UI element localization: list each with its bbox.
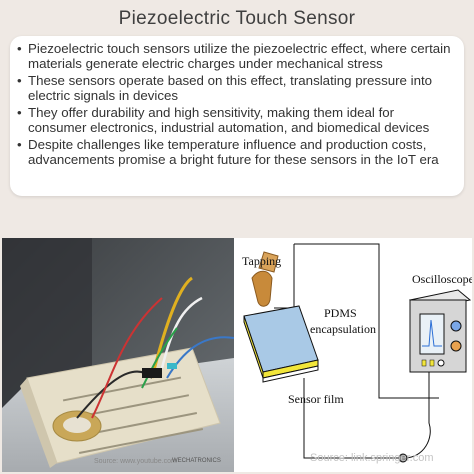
label-tapping: Tapping — [242, 254, 282, 268]
bullet-item: These sensors operate based on this effe… — [16, 73, 456, 103]
bullet-item: Piezoelectric touch sensors utilize the … — [16, 41, 456, 71]
label-encapsulation: encapsulation — [310, 322, 376, 336]
photo-watermark: WECHATRONICS — [172, 458, 221, 464]
label-pdms: PDMS — [324, 306, 357, 320]
bullet-list: Piezoelectric touch sensors utilize the … — [10, 36, 464, 167]
breadboard-photo: Source: www.youtube.com WECHATRONICS — [2, 238, 234, 472]
bullet-item: Despite challenges like temperature infl… — [16, 137, 456, 167]
diagram-source-credit: Source: link.springer.com — [310, 452, 434, 464]
breadboard-illustration — [2, 238, 234, 472]
sensor-schematic — [243, 243, 472, 463]
bullet-item: They offer durability and high sensitivi… — [16, 105, 456, 135]
label-oscilloscope: Oscilloscope — [412, 272, 472, 286]
photo-source-credit: Source: www.youtube.com — [94, 458, 177, 465]
summary-card: Piezoelectric touch sensors utilize the … — [10, 36, 464, 196]
sensor-diagram: Tapping PDMS encapsulation Sensor film O… — [234, 238, 472, 472]
page-title: Piezoelectric Touch Sensor — [118, 8, 356, 29]
label-sensor-film: Sensor film — [288, 392, 344, 406]
